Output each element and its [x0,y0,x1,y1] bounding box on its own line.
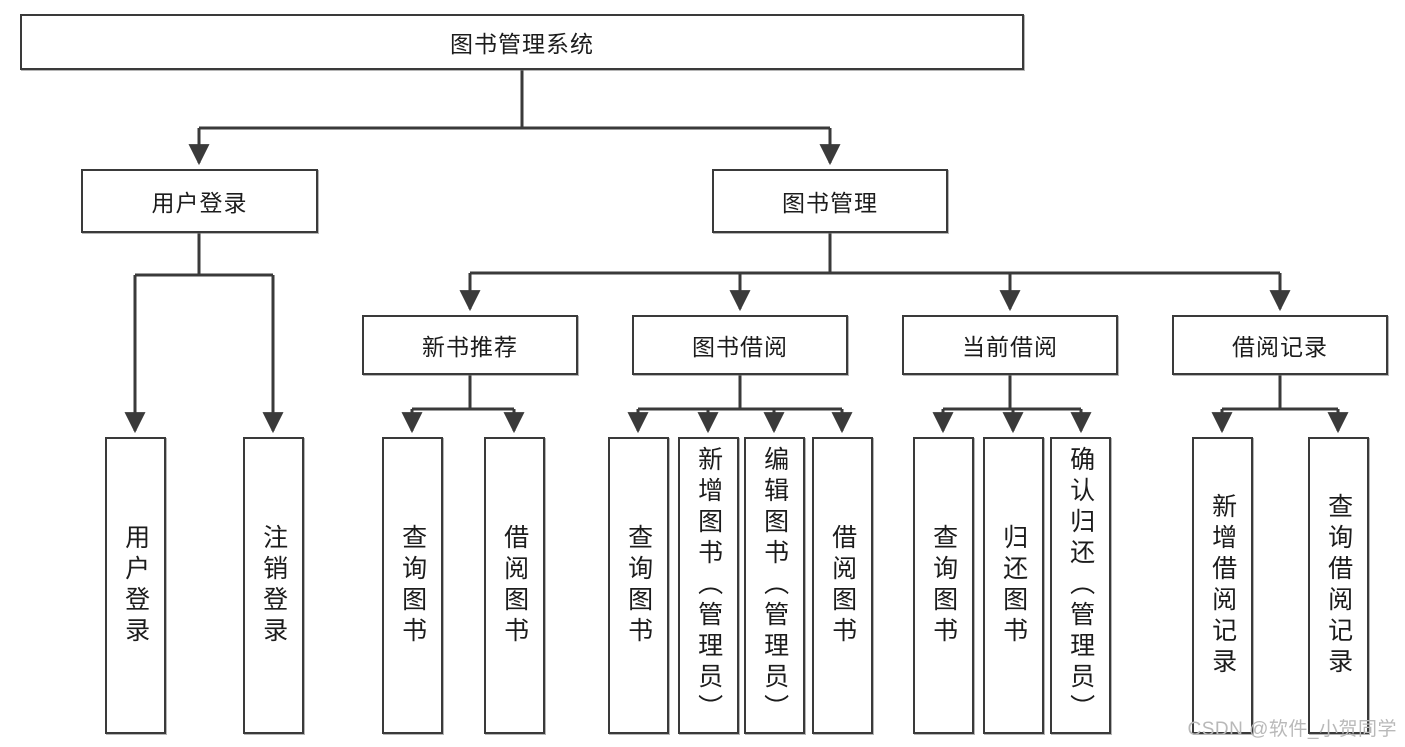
node-leaf-query-books-2-label: 查询图书 [624,523,653,648]
node-leaf-add-book-label: 新增图书（管理员） [694,446,723,725]
node-leaf-query-books-1[interactable]: 查询图书 [382,437,443,734]
node-leaf-borrow-books-2-label: 借阅图书 [828,523,857,648]
node-leaf-borrow-books-1[interactable]: 借阅图书 [484,437,545,734]
node-leaf-confirm-return-label: 确认归还（管理员） [1066,446,1095,725]
node-book-management[interactable]: 图书管理 [712,169,948,233]
node-book-borrow[interactable]: 图书借阅 [632,315,848,375]
node-current-borrow[interactable]: 当前借阅 [902,315,1118,375]
node-leaf-user-login-label: 用户登录 [121,523,150,648]
node-leaf-edit-book[interactable]: 编辑图书（管理员） [744,437,805,734]
node-new-book-recommend-label: 新书推荐 [422,334,518,360]
node-leaf-query-books-1-label: 查询图书 [398,523,427,648]
node-new-book-recommend[interactable]: 新书推荐 [362,315,578,375]
node-leaf-add-book[interactable]: 新增图书（管理员） [678,437,739,734]
node-leaf-borrow-books-2[interactable]: 借阅图书 [812,437,873,734]
node-leaf-borrow-books-1-label: 借阅图书 [500,523,529,648]
node-leaf-add-record-label: 新增借阅记录 [1208,492,1237,679]
node-leaf-query-record-label: 查询借阅记录 [1324,492,1353,679]
node-user-login-label: 用户登录 [151,190,248,216]
node-leaf-confirm-return[interactable]: 确认归还（管理员） [1050,437,1111,734]
node-leaf-logout-label: 注销登录 [259,523,288,648]
node-leaf-edit-book-label: 编辑图书（管理员） [760,446,789,725]
node-user-login[interactable]: 用户登录 [81,169,318,233]
node-leaf-query-books-3-label: 查询图书 [929,523,958,648]
node-current-borrow-label: 当前借阅 [962,334,1058,360]
node-leaf-query-record[interactable]: 查询借阅记录 [1308,437,1369,734]
node-leaf-logout[interactable]: 注销登录 [243,437,304,734]
node-leaf-user-login[interactable]: 用户登录 [105,437,166,734]
node-leaf-return-books-label: 归还图书 [999,523,1028,648]
node-root[interactable]: 图书管理系统 [20,14,1024,70]
node-book-management-label: 图书管理 [782,190,878,216]
node-leaf-return-books[interactable]: 归还图书 [983,437,1044,734]
node-book-borrow-label: 图书借阅 [692,334,788,360]
node-leaf-query-books-2[interactable]: 查询图书 [608,437,669,734]
node-borrow-record-label: 借阅记录 [1232,334,1328,360]
node-borrow-record[interactable]: 借阅记录 [1172,315,1388,375]
csdn-watermark: CSDN @软件_小贺同学 [1187,719,1397,740]
node-leaf-query-books-3[interactable]: 查询图书 [913,437,974,734]
node-root-label: 图书管理系统 [450,31,594,57]
node-leaf-add-record[interactable]: 新增借阅记录 [1192,437,1253,734]
